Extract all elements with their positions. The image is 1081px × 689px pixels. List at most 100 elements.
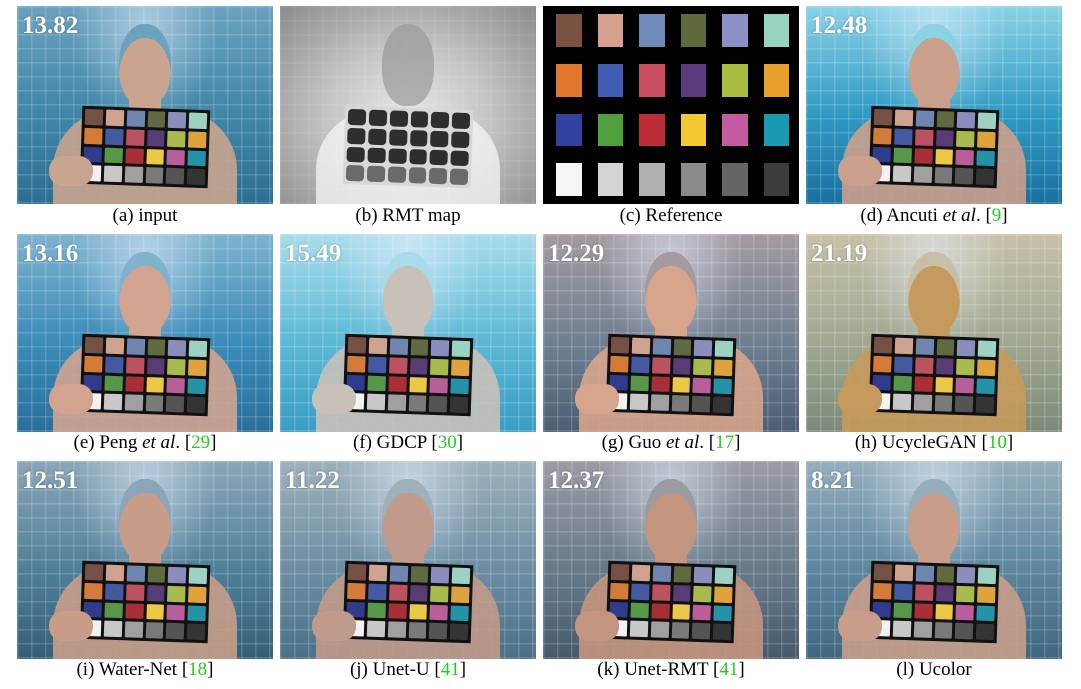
color-checker xyxy=(605,560,737,644)
person-head xyxy=(119,252,171,334)
checker-swatch xyxy=(388,375,407,393)
checker-swatch xyxy=(126,110,145,127)
citation-link[interactable]: 30 xyxy=(437,432,457,453)
citation-close: ] xyxy=(456,432,464,453)
checker-swatch xyxy=(934,603,954,620)
checker-swatch xyxy=(145,376,165,393)
checker-swatch xyxy=(408,395,427,412)
color-checker xyxy=(79,333,211,417)
rmt-swatch xyxy=(347,127,366,144)
checker-swatch xyxy=(914,357,934,374)
rmt-swatch xyxy=(449,168,469,186)
checker-swatch xyxy=(914,602,933,620)
checker-swatch xyxy=(714,567,734,584)
checker-swatch xyxy=(145,148,165,165)
checker-swatch xyxy=(367,602,386,619)
checker-swatch xyxy=(429,377,449,394)
checker-swatch xyxy=(975,168,995,186)
caption-text: (a) input xyxy=(112,205,178,226)
checker-swatch xyxy=(145,167,164,184)
checker-swatch xyxy=(429,623,448,640)
checker-swatch xyxy=(125,357,145,374)
checker-swatch xyxy=(367,375,386,392)
caption-text: (b) RMT map xyxy=(355,205,461,226)
checker-swatch xyxy=(104,128,124,145)
checker-swatch xyxy=(672,357,691,375)
caption-etal: et al xyxy=(942,205,976,226)
color-checker xyxy=(868,333,1000,417)
checker-swatch xyxy=(387,394,406,411)
checker-swatch xyxy=(104,583,124,600)
rmt-swatch xyxy=(410,111,429,128)
checker-swatch xyxy=(975,396,995,414)
citation-link[interactable]: 17 xyxy=(715,432,735,453)
person-head xyxy=(119,24,171,106)
reference-swatch xyxy=(556,113,582,147)
checker-swatch xyxy=(630,583,650,600)
rmt-swatch xyxy=(366,165,385,183)
person-hand xyxy=(838,384,882,414)
color-checker xyxy=(868,105,1000,189)
psnr-score: 13.16 xyxy=(22,240,79,267)
citation-link[interactable]: 29 xyxy=(191,432,211,453)
citation-link[interactable]: 18 xyxy=(188,659,208,680)
reference-swatch xyxy=(763,63,789,97)
caption-j: (j) Unet-U [41] xyxy=(280,659,536,681)
caption-b: (b) RMT map xyxy=(280,205,536,227)
caption-f: (f) GDCP [30] xyxy=(280,432,536,454)
psnr-score: 12.29 xyxy=(548,240,605,267)
checker-swatch xyxy=(651,357,671,374)
checker-swatch xyxy=(166,149,186,166)
citation-link[interactable]: 41 xyxy=(440,659,460,680)
checker-swatch xyxy=(347,582,366,599)
checker-swatch xyxy=(935,584,954,602)
checker-swatch xyxy=(693,358,712,375)
checker-swatch xyxy=(892,620,911,638)
citation-link[interactable]: 10 xyxy=(987,432,1007,453)
checker-swatch xyxy=(367,583,387,600)
checker-swatch xyxy=(914,584,934,601)
checker-swatch xyxy=(105,109,124,126)
checker-swatch xyxy=(957,339,976,357)
rmt-swatch xyxy=(367,128,387,145)
checker-swatch xyxy=(188,131,207,148)
checker-swatch xyxy=(913,621,932,638)
checker-swatch xyxy=(936,339,955,356)
rmt-swatch xyxy=(429,149,449,166)
checker-swatch xyxy=(630,602,649,619)
person-head xyxy=(908,24,960,106)
checker-swatch xyxy=(934,395,953,412)
rmt-chart xyxy=(342,105,474,189)
checker-swatch xyxy=(713,378,732,395)
checker-swatch xyxy=(409,357,428,375)
checker-swatch xyxy=(955,168,974,185)
checker-swatch xyxy=(915,338,934,355)
checker-swatch xyxy=(873,108,893,126)
checker-swatch xyxy=(977,112,997,129)
checker-swatch xyxy=(126,338,145,355)
checker-swatch xyxy=(977,586,996,603)
checker-swatch xyxy=(368,564,387,581)
checker-swatch xyxy=(714,359,733,376)
citation-link[interactable]: 41 xyxy=(719,659,739,680)
checker-swatch xyxy=(84,355,103,372)
checker-swatch xyxy=(976,605,995,622)
caption-text-post: . [ xyxy=(975,205,992,226)
checker-swatch xyxy=(187,150,206,167)
image-panel-c xyxy=(543,6,799,204)
checker-swatch xyxy=(410,566,429,583)
citation-close: ] xyxy=(210,432,217,453)
checker-swatch xyxy=(610,336,630,354)
checker-swatch xyxy=(188,586,207,603)
checker-swatch xyxy=(650,621,669,638)
caption-l: (l) Ucolor xyxy=(806,659,1062,681)
checker-swatch xyxy=(976,150,995,167)
checker-swatch xyxy=(104,602,123,619)
reference-swatch xyxy=(763,14,789,47)
checker-swatch xyxy=(124,166,143,183)
citation-link[interactable]: 9 xyxy=(991,205,1002,226)
checker-swatch xyxy=(125,147,144,165)
person-hand xyxy=(49,611,93,641)
checker-swatch xyxy=(104,375,123,392)
checker-swatch xyxy=(631,337,650,354)
